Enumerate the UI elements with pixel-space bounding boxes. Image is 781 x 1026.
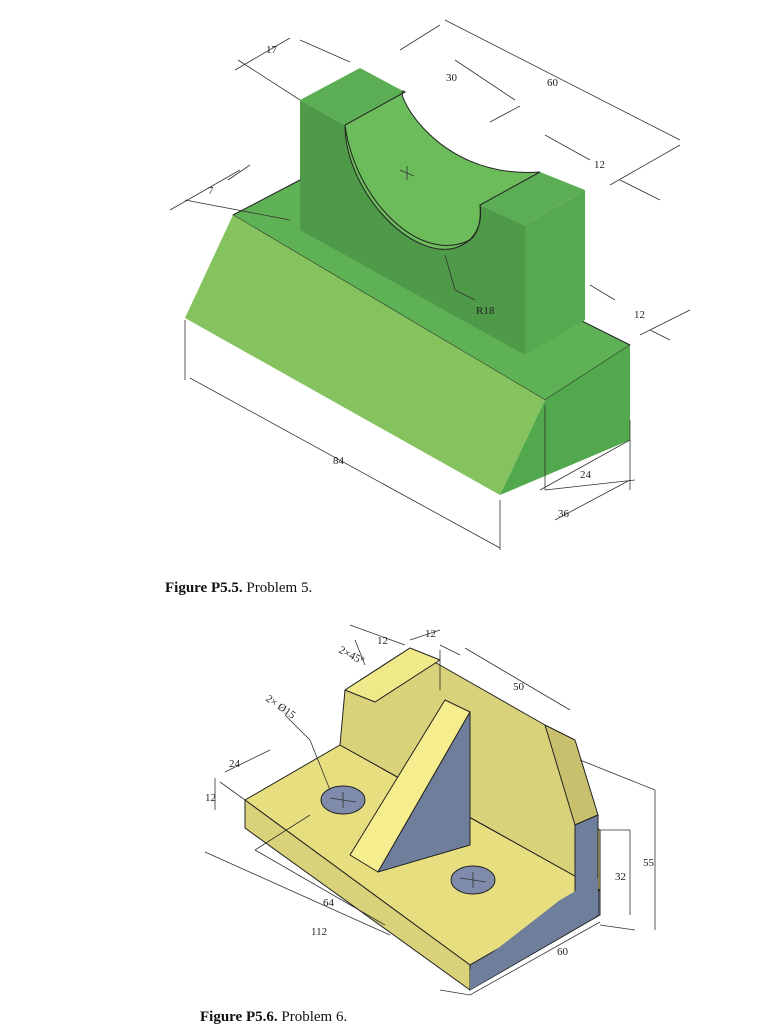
- base-front-face: [185, 215, 545, 495]
- dim-17: 17: [266, 44, 278, 56]
- dim-84: 84: [333, 455, 345, 467]
- dim-12-b: 12: [425, 628, 436, 640]
- rib-side: [377, 711, 471, 873]
- figure-p5-5: 17 30 60 12 7 R18 12 84 24 36: [169, 19, 691, 550]
- dim-r18: R18: [476, 305, 495, 317]
- dim-50: 50: [513, 681, 525, 693]
- dim-30: 30: [446, 72, 458, 84]
- caption-figure-p5-5: Figure P5.5. Problem 5.: [165, 580, 312, 597]
- upright-right-side: [525, 190, 585, 355]
- caption-text: Problem 5.: [246, 580, 313, 596]
- figure-p5-6: 12 12 2×45° 2× Ø15 50 24 12 64 112 60 32…: [204, 624, 656, 996]
- dim-36: 36: [558, 508, 570, 520]
- upright-left-top: [300, 68, 405, 125]
- dim-12-a: 12: [377, 635, 388, 647]
- upright-right-top: [480, 172, 585, 225]
- dim-24: 24: [229, 758, 241, 770]
- dim-24: 24: [580, 469, 592, 481]
- dim-60: 60: [557, 946, 569, 958]
- caption-figure-p5-6: Figure P5.6. Problem 6.: [200, 1009, 347, 1026]
- dim-64: 64: [323, 897, 335, 909]
- back-plate-side-lower: [470, 878, 598, 990]
- dim-112: 112: [311, 926, 327, 938]
- dim-32: 32: [615, 871, 626, 883]
- dim-55: 55: [643, 857, 655, 869]
- dimension-lines-fig1: [169, 19, 691, 550]
- center-mark: [399, 166, 415, 180]
- caption-label: Figure P5.6.: [200, 1009, 278, 1025]
- dim-7: 7: [208, 185, 214, 197]
- base-end-face: [500, 345, 630, 495]
- dim-12-c: 12: [205, 792, 216, 804]
- dim-chamfer: 2×45°: [337, 644, 367, 667]
- dim-60: 60: [547, 77, 559, 89]
- caption-label: Figure P5.5.: [165, 580, 243, 596]
- dim-12-top: 12: [594, 159, 605, 171]
- dim-holes: 2× Ø15: [263, 693, 298, 722]
- caption-text: Problem 6.: [281, 1009, 348, 1025]
- dimension-lines-fig2: [204, 624, 656, 996]
- dim-12-side: 12: [634, 309, 645, 321]
